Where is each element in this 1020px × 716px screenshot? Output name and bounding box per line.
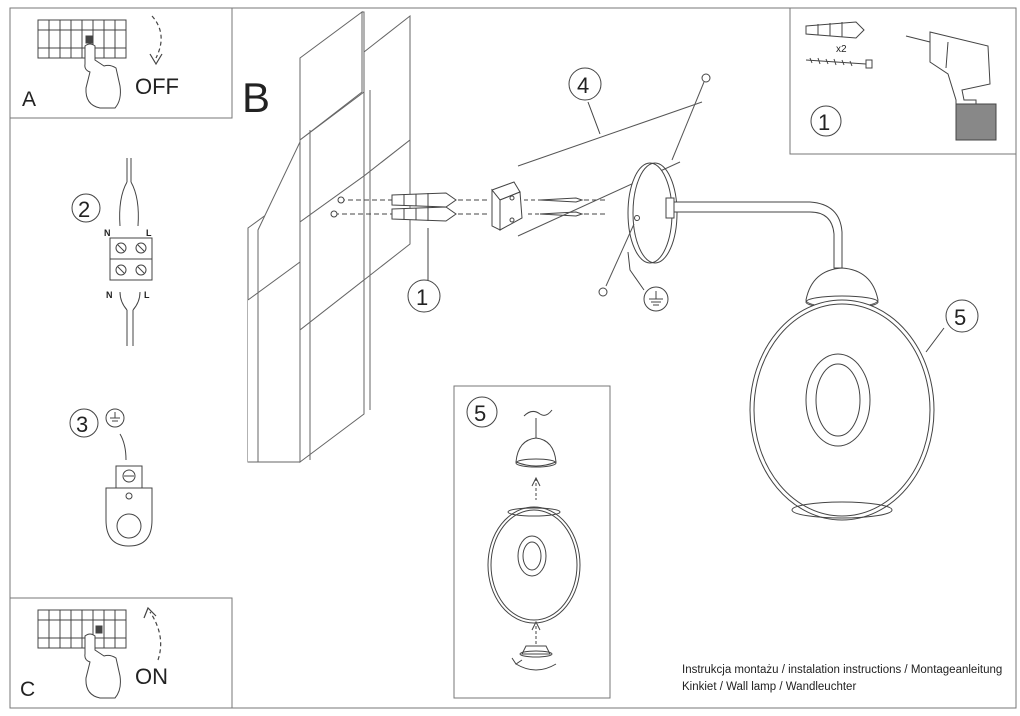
callout-1-anchors-number: 1 [416,285,428,310]
wire-label-n-top: N [104,228,111,238]
callout-4-number: 4 [577,73,589,98]
mounting-bracket [491,181,523,231]
panel-shade-assembly: 5 [453,385,611,699]
off-label: OFF [135,74,179,99]
on-label: ON [135,664,168,689]
callout-3-number: 3 [76,412,88,437]
product-caption: Kinkiet / Wall lamp / Wandleuchter [682,681,857,693]
lamp-shade [749,267,935,521]
callout-1-anchors [407,279,441,313]
projection-line-top [517,101,703,167]
callout-5-inset-number: 5 [474,401,486,426]
breaker-box-icon [37,19,127,59]
arrowhead-on-icon [143,606,157,619]
wire-label-n-bottom: N [106,290,113,300]
callout-5-inset [466,396,498,428]
switch-off-arrow-icon [151,15,162,59]
wire-label-l-bottom: L [144,290,150,300]
arrowhead-icon [149,53,163,66]
callout-4 [568,67,602,101]
panel-a-letter: A [22,88,36,111]
shade-ring-icon [521,645,551,655]
outer-frame [9,7,1017,709]
callout-1-tools-number: 1 [818,110,830,135]
ground-terminal [105,433,153,547]
shade-cap-icon [515,437,557,467]
panel-c-letter: C [20,678,35,701]
panel-b-letter: B [242,74,270,121]
callout-3 [69,408,99,438]
hand-on-icon [84,633,121,699]
switch-on-arrow-icon [149,611,162,661]
up-arrow-icon [531,476,541,487]
canopy-screw-line [605,223,635,287]
cap-screw-icon [701,73,711,83]
callout-2 [71,193,101,223]
panel-a: A OFF [9,7,233,119]
instructions-caption: Instrukcja montażu / instalation instruc… [682,664,1003,676]
wall-anchor-icon [805,21,865,39]
tools-panel: x2 1 [789,7,1017,155]
panel-c-frame [9,597,233,709]
anchor-quantity: x2 [836,44,847,55]
callout-1-tools [810,105,842,137]
bracket-screws [524,197,606,217]
canopy-screw-icon [598,287,608,297]
cable-icon [523,409,553,417]
callout-5-lamp [945,299,979,333]
hand-icon [84,43,121,109]
screw-icon [805,57,873,69]
cap-screw-line [671,81,705,161]
drill-icon [905,31,997,141]
callout-2-number: 2 [78,197,90,222]
lamp-arm [665,197,843,269]
panel-c: C ON [9,597,233,709]
wire-label-l-top: L [146,228,152,238]
panel-a-frame [9,7,233,119]
callout-5-leader [925,327,945,353]
breaker-box-on-icon [37,609,127,649]
ground-wire [627,251,645,291]
callout-5-lamp-number: 5 [954,305,966,330]
callout-4-leader [587,101,601,135]
wiring-step [109,158,153,346]
wall-tiles [247,11,411,463]
rotate-arrow-icon [515,663,557,671]
anchors-assembly [330,192,490,222]
